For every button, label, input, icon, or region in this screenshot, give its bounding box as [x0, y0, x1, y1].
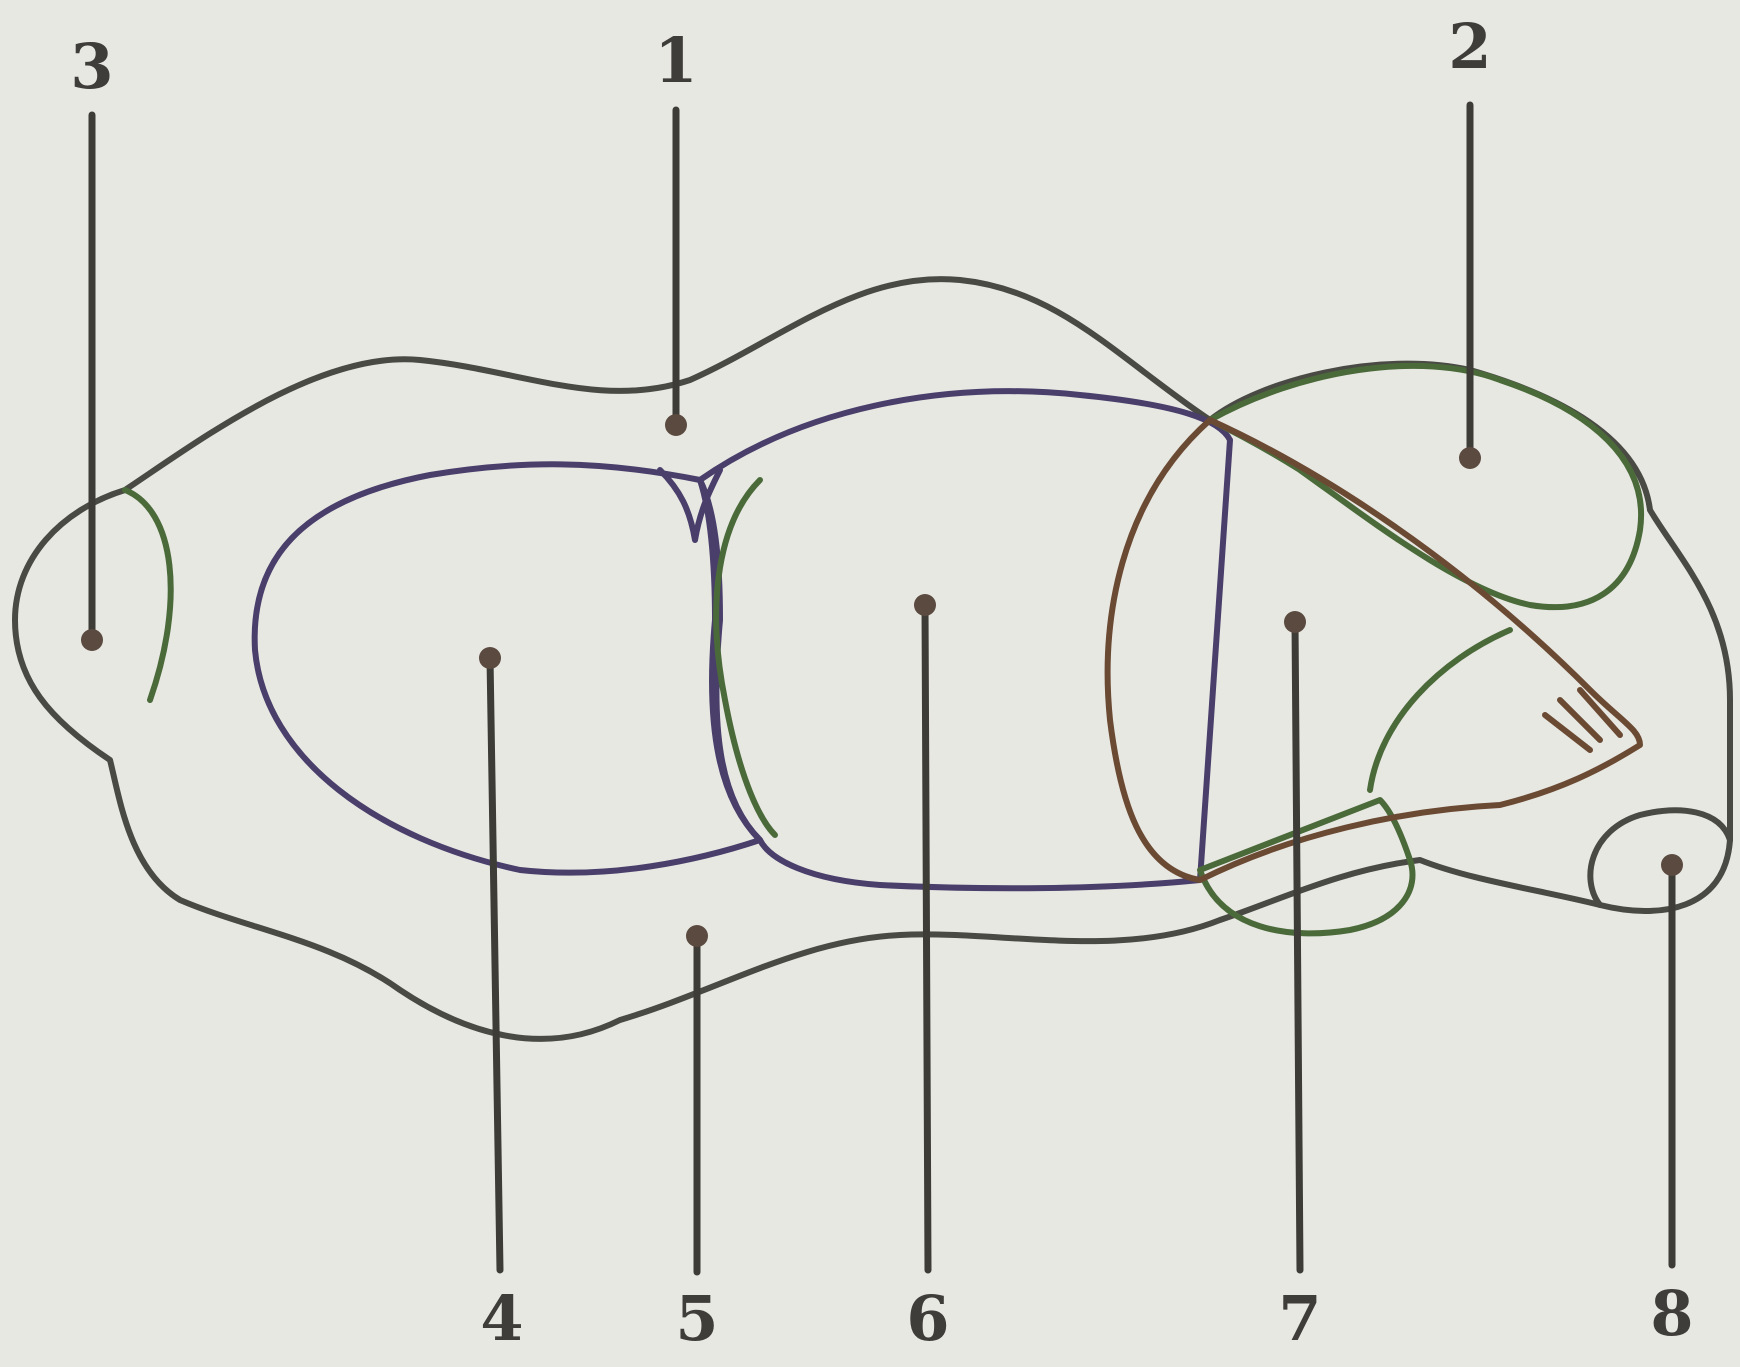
label-5: 5 [675, 1282, 718, 1355]
marker-5 [686, 925, 708, 947]
label-2: 2 [1448, 10, 1491, 83]
label-3: 3 [70, 30, 113, 103]
label-1: 1 [654, 24, 697, 97]
label-8: 8 [1650, 1277, 1693, 1350]
marker-4 [479, 647, 501, 669]
region-7 [1108, 420, 1640, 880]
marker-7 [1284, 611, 1306, 633]
leader-7 [1295, 622, 1300, 1270]
lobe-6 [700, 391, 1230, 888]
marker-1 [665, 414, 687, 436]
region-7-edge-hatch [1545, 690, 1620, 750]
marker-6 [914, 594, 936, 616]
leader-6 [925, 605, 928, 1270]
region-7-inner-arc [1370, 630, 1510, 790]
label-4: 4 [480, 1282, 523, 1355]
marker-3 [81, 629, 103, 651]
marker-2 [1459, 447, 1481, 469]
marker-8 [1661, 854, 1683, 876]
label-6: 6 [906, 1282, 949, 1355]
region-3-outline [125, 490, 171, 700]
leader-4 [490, 658, 500, 1270]
lobe-2 [1210, 366, 1641, 607]
label-7: 7 [1278, 1282, 1321, 1355]
lobe-4 [255, 464, 760, 872]
